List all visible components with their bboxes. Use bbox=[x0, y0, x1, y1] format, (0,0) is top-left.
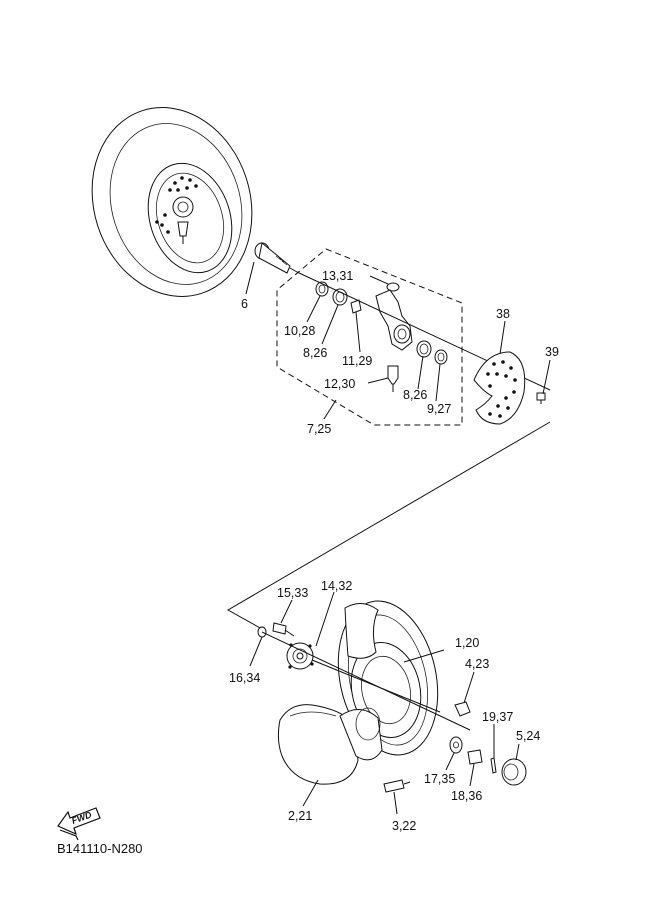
label-12-30: 12,30 bbox=[324, 377, 355, 391]
label-39: 39 bbox=[545, 345, 559, 359]
part-labels: 6 13,31 10,28 8,26 11,29 12,30 8,26 9,27… bbox=[229, 269, 559, 833]
label-2-21: 2,21 bbox=[288, 809, 312, 823]
label-5-24: 5,24 bbox=[516, 729, 540, 743]
label-1-20: 1,20 bbox=[455, 636, 479, 650]
label-13-31: 13,31 bbox=[322, 269, 353, 283]
label-18-36: 18,36 bbox=[451, 789, 482, 803]
label-14-32: 14,32 bbox=[321, 579, 352, 593]
assembled-wheel bbox=[91, 107, 253, 297]
label-11-29: 11,29 bbox=[342, 354, 372, 368]
leader-lines bbox=[249, 275, 551, 815]
label-4-23: 4,23 bbox=[465, 657, 489, 671]
knuckle-parts bbox=[296, 271, 551, 392]
axle-shaft bbox=[245, 242, 298, 295]
connector-line bbox=[226, 421, 551, 630]
label-17-35: 17,35 bbox=[424, 772, 455, 786]
brake-disc bbox=[473, 351, 526, 425]
label-19-37: 19,37 bbox=[482, 710, 513, 724]
exploded-wheel bbox=[257, 600, 527, 793]
disc-bolt bbox=[536, 392, 546, 404]
fwd-arrow-icon: FWD bbox=[57, 807, 101, 841]
label-15-33: 15,33 bbox=[277, 586, 308, 600]
label-9-27: 9,27 bbox=[427, 402, 451, 416]
label-7-25: 7,25 bbox=[307, 422, 331, 436]
label-38: 38 bbox=[496, 307, 510, 321]
diagram-code: B141110-N280 bbox=[57, 841, 143, 856]
label-10-28: 10,28 bbox=[284, 324, 315, 338]
label-3-22: 3,22 bbox=[392, 819, 416, 833]
label-6: 6 bbox=[241, 297, 248, 311]
label-16-34: 16,34 bbox=[229, 671, 260, 685]
label-8-26-right: 8,26 bbox=[403, 388, 427, 402]
label-8-26-left: 8,26 bbox=[303, 346, 327, 360]
